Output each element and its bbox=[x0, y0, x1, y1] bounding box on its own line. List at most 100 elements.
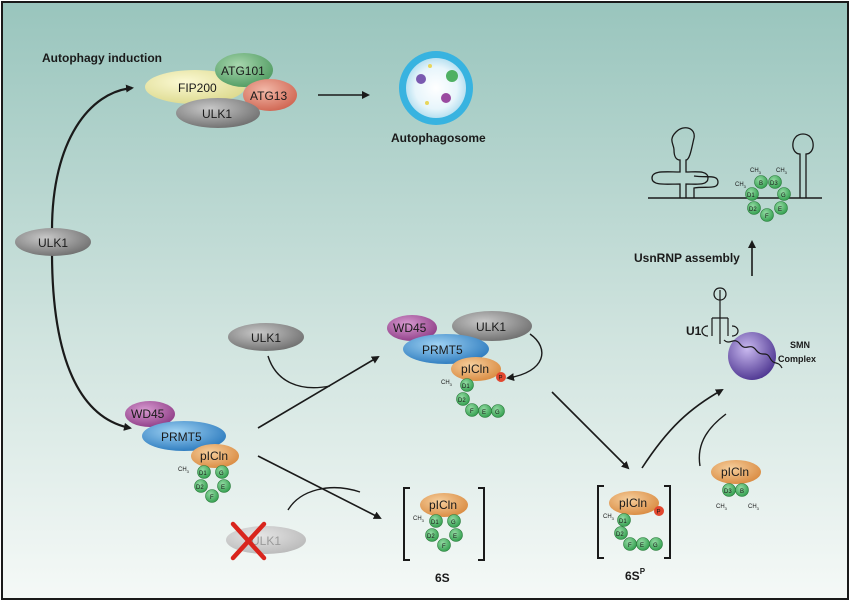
ulk1-protein-central bbox=[15, 228, 91, 256]
f-label: F bbox=[628, 543, 632, 549]
sm-protein-b bbox=[754, 175, 768, 189]
ulk1-protein-bound bbox=[452, 311, 532, 341]
methyl-label: CH3 bbox=[776, 168, 788, 175]
bracket-right bbox=[664, 485, 671, 559]
picln-d3-b-complex: pICln D3 B CH3 CH3 bbox=[711, 460, 761, 511]
arrow-to-methylosome bbox=[50, 251, 132, 431]
stem-loop-3 bbox=[792, 133, 814, 198]
usnrnp-structure bbox=[648, 127, 822, 199]
ulk1-complex-autophagy: FIP200 ATG101 ATG13 ULK1 bbox=[145, 53, 297, 128]
sm-protein-e bbox=[774, 201, 788, 215]
sm-protein-d1 bbox=[460, 378, 474, 392]
stem-loop-1 bbox=[651, 127, 709, 198]
ulk1-label-bound: ULK1 bbox=[476, 320, 506, 334]
picln-label: pICln bbox=[429, 498, 457, 512]
sm-protein-g bbox=[491, 404, 505, 418]
prmt5-protein bbox=[403, 334, 489, 364]
sm-ring: CH3 CH3 CH3 B D3 D1 G D2 E F bbox=[735, 168, 791, 222]
arrow-to-autophagy bbox=[50, 84, 134, 231]
g-label: G bbox=[495, 410, 500, 416]
methyl-label: CH3 bbox=[735, 182, 747, 189]
absent-x-mark bbox=[230, 521, 267, 561]
methyl-label: CH3 bbox=[716, 504, 728, 511]
d2-label: D2 bbox=[427, 534, 435, 540]
picln-label: pICln bbox=[619, 496, 647, 510]
6sp-label: 6SP bbox=[625, 567, 646, 583]
g-label: G bbox=[451, 520, 456, 526]
u1-snrna bbox=[701, 287, 739, 344]
atg101-protein bbox=[215, 53, 273, 87]
sm-protein-f bbox=[437, 538, 451, 552]
d2-label: D2 bbox=[749, 207, 757, 213]
e-label: E bbox=[778, 207, 782, 213]
d3-label: D3 bbox=[770, 181, 778, 187]
wd45-protein bbox=[125, 401, 175, 427]
g-label: G bbox=[781, 193, 786, 199]
atg13-label: ATG13 bbox=[250, 89, 287, 103]
arrow-to-smn bbox=[641, 389, 724, 469]
prmt5-label: PRMT5 bbox=[161, 430, 202, 444]
sm-protein-f bbox=[760, 208, 774, 222]
d1-label: D1 bbox=[199, 471, 207, 477]
6s-complex: pICln CH3 D1 G D2 E F bbox=[403, 487, 485, 561]
phosphate-label: P bbox=[499, 376, 503, 382]
picln-protein bbox=[191, 444, 239, 468]
d3-label: D3 bbox=[724, 489, 732, 495]
d1-label: D1 bbox=[619, 519, 627, 525]
d1-label: D1 bbox=[431, 520, 439, 526]
sm-protein-e bbox=[217, 479, 231, 493]
picln-protein bbox=[609, 491, 659, 515]
fip200-label: FIP200 bbox=[178, 81, 217, 95]
sm-protein-d2 bbox=[456, 392, 470, 406]
f-label: F bbox=[442, 544, 446, 550]
rna-strand bbox=[723, 339, 783, 369]
ulk1-join-curve bbox=[267, 355, 331, 389]
prmt5-label: PRMT5 bbox=[422, 343, 463, 357]
arrow-to-phosphorylation bbox=[257, 355, 380, 429]
sm-protein-d1 bbox=[429, 514, 443, 528]
d2-label: D2 bbox=[616, 532, 624, 538]
phosphorylation-arrow bbox=[506, 333, 543, 382]
atg101-label: ATG101 bbox=[221, 64, 265, 78]
e-label: E bbox=[482, 410, 486, 416]
cargo-particle bbox=[425, 101, 429, 105]
release-curve bbox=[698, 413, 727, 467]
picln-label: pICln bbox=[461, 362, 489, 376]
e-label: E bbox=[640, 543, 644, 549]
f-label: F bbox=[470, 409, 474, 415]
methyl-label: CH3 bbox=[603, 514, 615, 521]
cargo-particle bbox=[446, 70, 458, 82]
g-label: G bbox=[653, 543, 658, 549]
prmt5-protein bbox=[142, 421, 226, 451]
sm-protein-b bbox=[735, 483, 749, 497]
wd45-label: WD45 bbox=[131, 407, 165, 421]
picln-label: pICln bbox=[200, 449, 228, 463]
f-label: F bbox=[210, 495, 214, 501]
methyl-label: CH3 bbox=[750, 168, 762, 175]
autophagosome-lumen bbox=[406, 58, 466, 118]
sm-protein-d1 bbox=[745, 187, 759, 201]
cargo-particle bbox=[428, 64, 432, 68]
methyl-label: CH3 bbox=[748, 504, 760, 511]
bracket-right bbox=[478, 487, 485, 561]
u1-label: U1 bbox=[686, 324, 702, 338]
picln-protein bbox=[711, 460, 761, 484]
ulk1-label-joining: ULK1 bbox=[251, 331, 281, 345]
b-label: B bbox=[740, 489, 744, 495]
autophagy-induction-label: Autophagy induction bbox=[42, 51, 162, 65]
d1-label: D1 bbox=[747, 193, 755, 199]
bracket-left bbox=[403, 487, 410, 561]
methylosome-complex-left: WD45 PRMT5 pICln CH3 D1 G D2 E F bbox=[125, 401, 239, 503]
picln-label: pICln bbox=[721, 465, 749, 479]
arrow-to-6sp bbox=[551, 391, 630, 470]
ulk1-protein-autophagy bbox=[176, 98, 260, 128]
usnrnp-assembly-label: UsnRNP assembly bbox=[634, 251, 740, 265]
f-label: F bbox=[765, 214, 769, 220]
e-label: E bbox=[453, 534, 457, 540]
ulk1-absent-curve bbox=[287, 486, 361, 511]
ulk1-protein-joining bbox=[228, 323, 304, 351]
d1-label: D1 bbox=[462, 384, 470, 390]
6sp-complex: pICln P CH3 D1 D2 F E G bbox=[597, 485, 671, 559]
sm-protein-e bbox=[449, 528, 463, 542]
